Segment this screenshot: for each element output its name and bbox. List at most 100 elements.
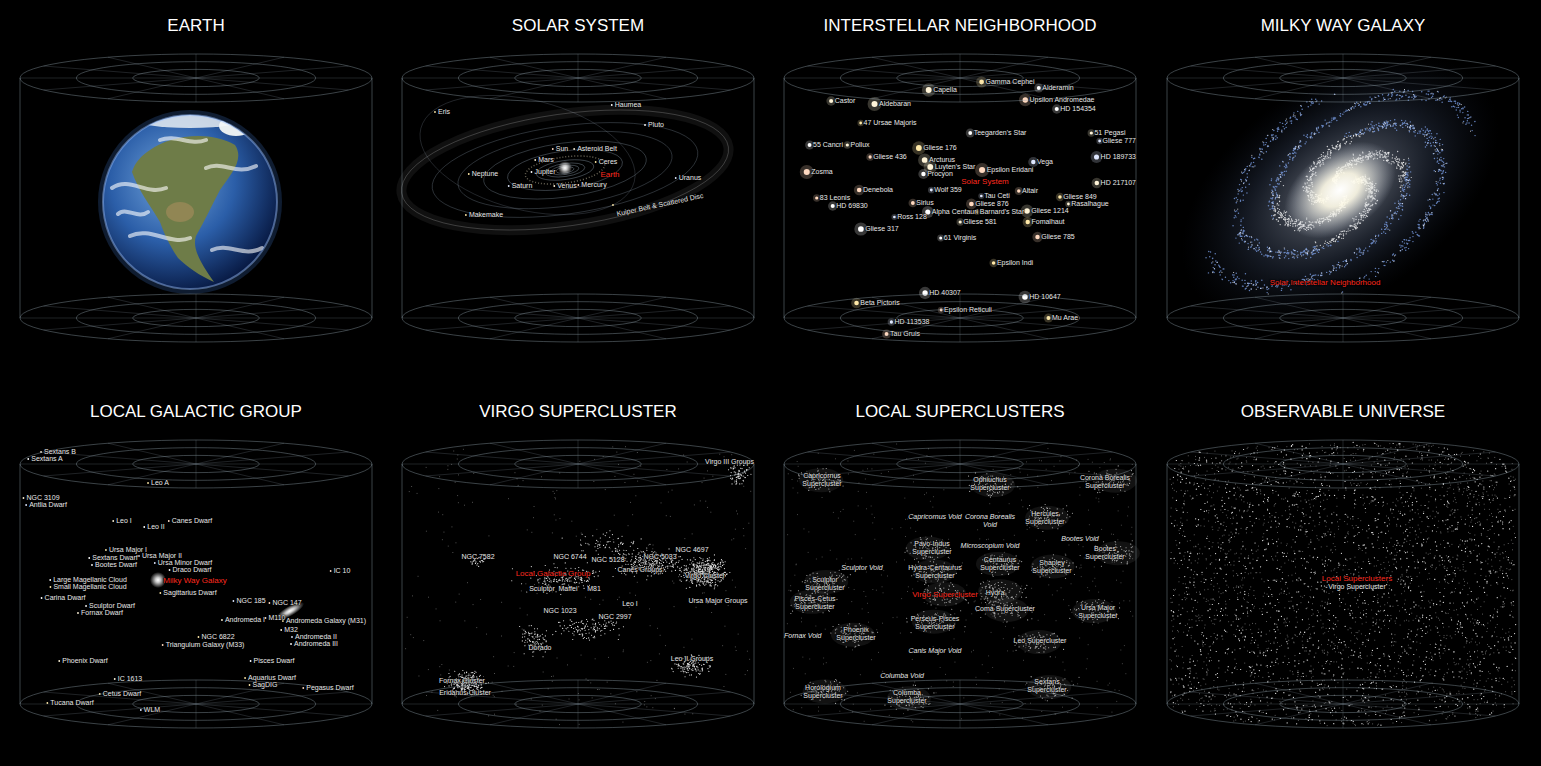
star [926,87,932,93]
star-glow [989,259,997,267]
highlight-label: Local Galactic Group [516,569,591,578]
grid-spoke [578,318,666,339]
object-label: Leo Supercluster [1009,637,1071,645]
object-label: Jupiter [534,168,555,176]
object-label: SagDIG [253,681,278,689]
scale-cylinder [1164,2,1522,347]
grid-ring [20,440,372,488]
object-label: Hercules Supercluster [1014,510,1076,526]
grid-spoke [1167,704,1343,705]
object-label: Draco Dwarf [173,566,212,574]
object-label: Corona Borealis Supercluster [1074,474,1136,490]
grid-spoke [1255,464,1343,485]
grid-spoke [578,318,754,319]
star [1067,203,1070,206]
grid-spoke [1191,66,1343,78]
grid-spoke [108,78,196,99]
grid-spoke [196,464,284,485]
star-glow [828,201,837,210]
star-glow [813,194,820,201]
galaxy-dot [168,520,170,522]
cylinder-side [1167,464,1168,704]
star-glow [1028,157,1038,167]
planet-dot [534,159,536,161]
star-glow [956,218,963,225]
object-label: Cetus Dwarf [103,690,142,698]
grid-spoke [196,297,284,318]
grid-spoke [426,452,578,464]
grid-spoke [872,464,960,485]
grid-spoke [20,704,196,705]
north-america [132,136,238,282]
object-label: Horologium Supercluster [792,684,854,700]
object-label: Tau Gruis [890,330,920,338]
object-label: Epsilon Indi [997,259,1033,267]
cylinder-side [784,464,785,704]
object-label: Asteroid Belt [577,145,617,153]
desert-patch [166,202,194,222]
grid-spoke [1255,318,1343,339]
grid-spoke [960,704,1112,716]
grid-spoke [196,78,284,99]
object-label: 51 Pegasi [1094,129,1125,137]
grid-spoke [1191,306,1343,318]
galaxy-dot [114,678,116,680]
cloud-bands [112,138,262,251]
grid-spoke [1343,78,1519,79]
object-label: NGC 147 [272,599,301,607]
object-label: Wolf 359 [934,186,962,194]
galaxy-dot [250,660,252,662]
arm-speckles [1213,90,1471,295]
star [815,196,818,199]
grid-spoke [960,692,1112,704]
object-label: Mu Arae [1052,314,1078,322]
object-label: M32 [284,626,298,634]
grid-spoke [1191,78,1343,90]
galaxy-dot [77,612,79,614]
kuiper-edge [394,92,736,249]
orbit [480,132,650,208]
object-label: Ursa Major Supercluster [1067,604,1129,620]
planet-dot [553,185,555,187]
grid-spoke [960,443,1048,464]
grid-spoke [44,318,196,330]
object-label: Ursa Minor Dwarf [158,559,212,567]
galaxy-dot [162,644,164,646]
star-glow [928,187,935,194]
object-label: Pisces Dwarf [254,657,295,665]
grid-spoke [960,78,1112,90]
grid-spoke [578,683,666,704]
planet-dot [675,177,677,179]
object-label: Ursa Major Groups [688,597,747,605]
cylinder-side [784,78,785,318]
object-label: Small Magellanic Cloud [53,583,126,591]
scale-cylinder [781,388,1139,733]
grid-spoke [44,78,196,90]
universe-speckle-bright [1171,442,1516,725]
star [893,216,896,219]
star [916,145,922,151]
star [1037,86,1041,90]
grid-spoke [960,704,961,728]
star [868,155,871,158]
grid-spoke [960,66,1112,78]
object-label: Fornax Dwarf [81,609,123,617]
object-label: IC 1613 [118,675,143,683]
object-label: Leo I [622,600,638,608]
star [857,188,862,193]
object-label: Tucana Dwarf [50,699,93,707]
grid-spoke [1343,54,1344,78]
grid-spoke [1191,318,1343,330]
star [1095,181,1100,186]
object-label: Centaurus Supercluster [969,556,1031,572]
panel-title: LOCAL SUPERCLUSTERS [781,402,1139,422]
object-label: Shapley Supercluster [1021,559,1083,575]
object-label: Andromeda III [294,640,338,648]
star-glow [1023,217,1033,227]
grid-spoke [1343,464,1519,465]
object-label: Andromeda II [295,633,337,641]
grid-spoke [960,318,1112,330]
object-label: NGC 3109 [26,494,59,502]
grid-spoke [960,704,1048,725]
